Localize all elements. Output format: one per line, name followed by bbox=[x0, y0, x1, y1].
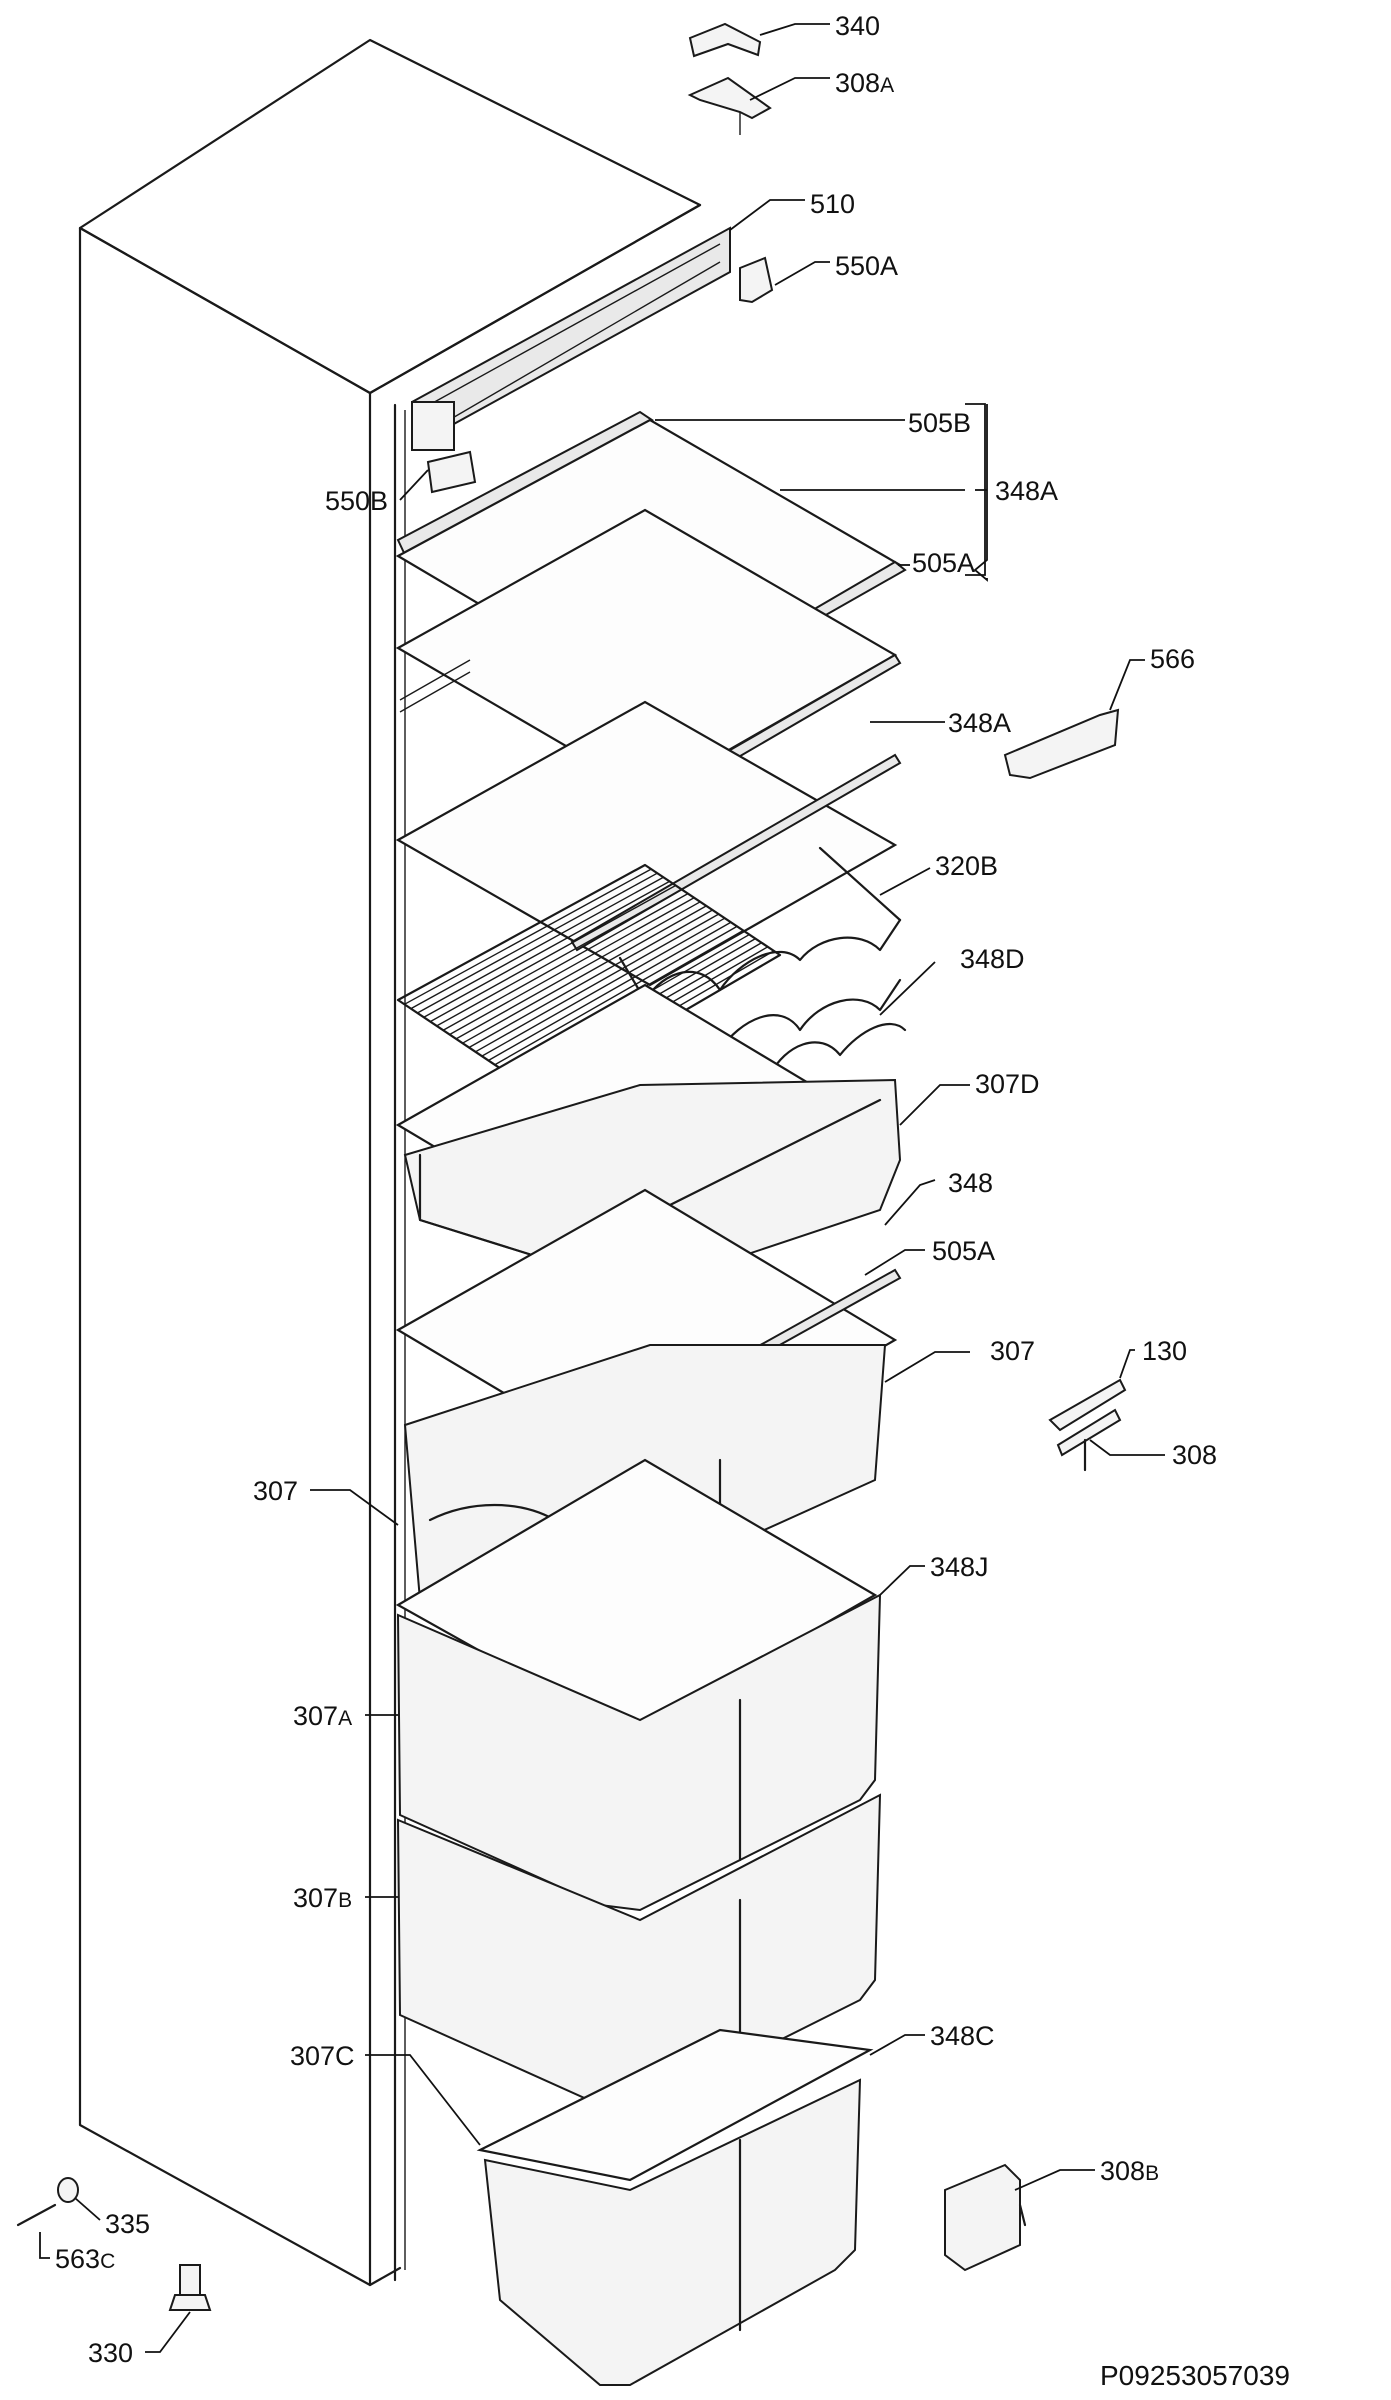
label-307-left: 307 bbox=[253, 1476, 298, 1506]
hook-550b bbox=[426, 450, 477, 494]
label-307b: 307B bbox=[293, 1883, 352, 1913]
glass-shelf-348c bbox=[476, 2028, 874, 2182]
label-307a: 307A bbox=[293, 1701, 352, 1731]
wire-rod bbox=[475, 913, 719, 1053]
label-348d: 348D bbox=[960, 944, 1025, 974]
holder-566 bbox=[1003, 708, 1120, 780]
label-307-right: 307 bbox=[990, 1336, 1035, 1366]
wire-rod bbox=[488, 921, 732, 1062]
label-320b: 320B bbox=[935, 851, 998, 881]
wire-rod bbox=[468, 909, 713, 1049]
drawing-reference-number: P09253057039 bbox=[1100, 2360, 1290, 2391]
wire-rod bbox=[481, 917, 726, 1057]
hinge-308b bbox=[944, 2163, 1027, 2272]
cabinet bbox=[78, 38, 702, 2287]
wire-rod bbox=[442, 893, 689, 1031]
wire-rod bbox=[455, 901, 701, 1040]
label-505b: 505B bbox=[908, 408, 971, 438]
label-307d: 307D bbox=[975, 1069, 1040, 1099]
part-labels: 340 308A 510 550A 505B 348A 550B 505A 56… bbox=[55, 11, 1217, 2368]
label-348a-group: 348A bbox=[995, 476, 1058, 506]
hook-550a bbox=[739, 256, 774, 304]
wire-rod bbox=[449, 897, 695, 1036]
label-566: 566 bbox=[1150, 644, 1195, 674]
label-510: 510 bbox=[810, 189, 855, 219]
hinge-130 bbox=[1048, 1378, 1127, 1472]
drawer-307b bbox=[396, 1793, 882, 2112]
label-550b: 550B bbox=[325, 486, 388, 516]
drawer-307c bbox=[483, 2078, 862, 2386]
label-348c: 348C bbox=[930, 2021, 995, 2051]
label-307c: 307C bbox=[290, 2041, 355, 2071]
handle-cover-340 bbox=[688, 22, 762, 58]
label-563c: 563C bbox=[55, 2244, 115, 2274]
label-130: 130 bbox=[1142, 1336, 1187, 1366]
wire-rod bbox=[436, 888, 683, 1027]
wire-rod bbox=[423, 880, 670, 1018]
pin-563c bbox=[16, 2203, 57, 2227]
wire-rod bbox=[404, 868, 652, 1005]
wire-rod bbox=[462, 905, 707, 1044]
hinge-cover-308a bbox=[687, 76, 772, 135]
spacer-335 bbox=[57, 2177, 79, 2203]
wire-rod bbox=[410, 872, 658, 1010]
label-308b: 308B bbox=[1100, 2156, 1159, 2186]
label-550a: 550A bbox=[835, 251, 898, 281]
wire-rod bbox=[494, 925, 738, 1066]
label-505a: 505A bbox=[932, 1236, 995, 1266]
label-348a: 348A bbox=[948, 708, 1011, 738]
control-panel-trim bbox=[411, 226, 731, 451]
label-348: 348 bbox=[948, 1168, 993, 1198]
wire-rod bbox=[429, 884, 677, 1023]
foot-330 bbox=[168, 2264, 212, 2311]
glass-shelf-middle bbox=[395, 700, 902, 987]
label-308: 308 bbox=[1172, 1440, 1217, 1470]
drawer-307a bbox=[396, 1593, 882, 1912]
label-330: 330 bbox=[88, 2338, 133, 2368]
label-505a-top: 505A bbox=[912, 548, 975, 578]
wire-rod bbox=[417, 876, 664, 1014]
label-348j: 348J bbox=[930, 1552, 989, 1582]
label-308a: 308A bbox=[835, 68, 894, 98]
label-340: 340 bbox=[835, 11, 880, 41]
label-335: 335 bbox=[105, 2209, 150, 2239]
leader-lines bbox=[39, 23, 1165, 2353]
